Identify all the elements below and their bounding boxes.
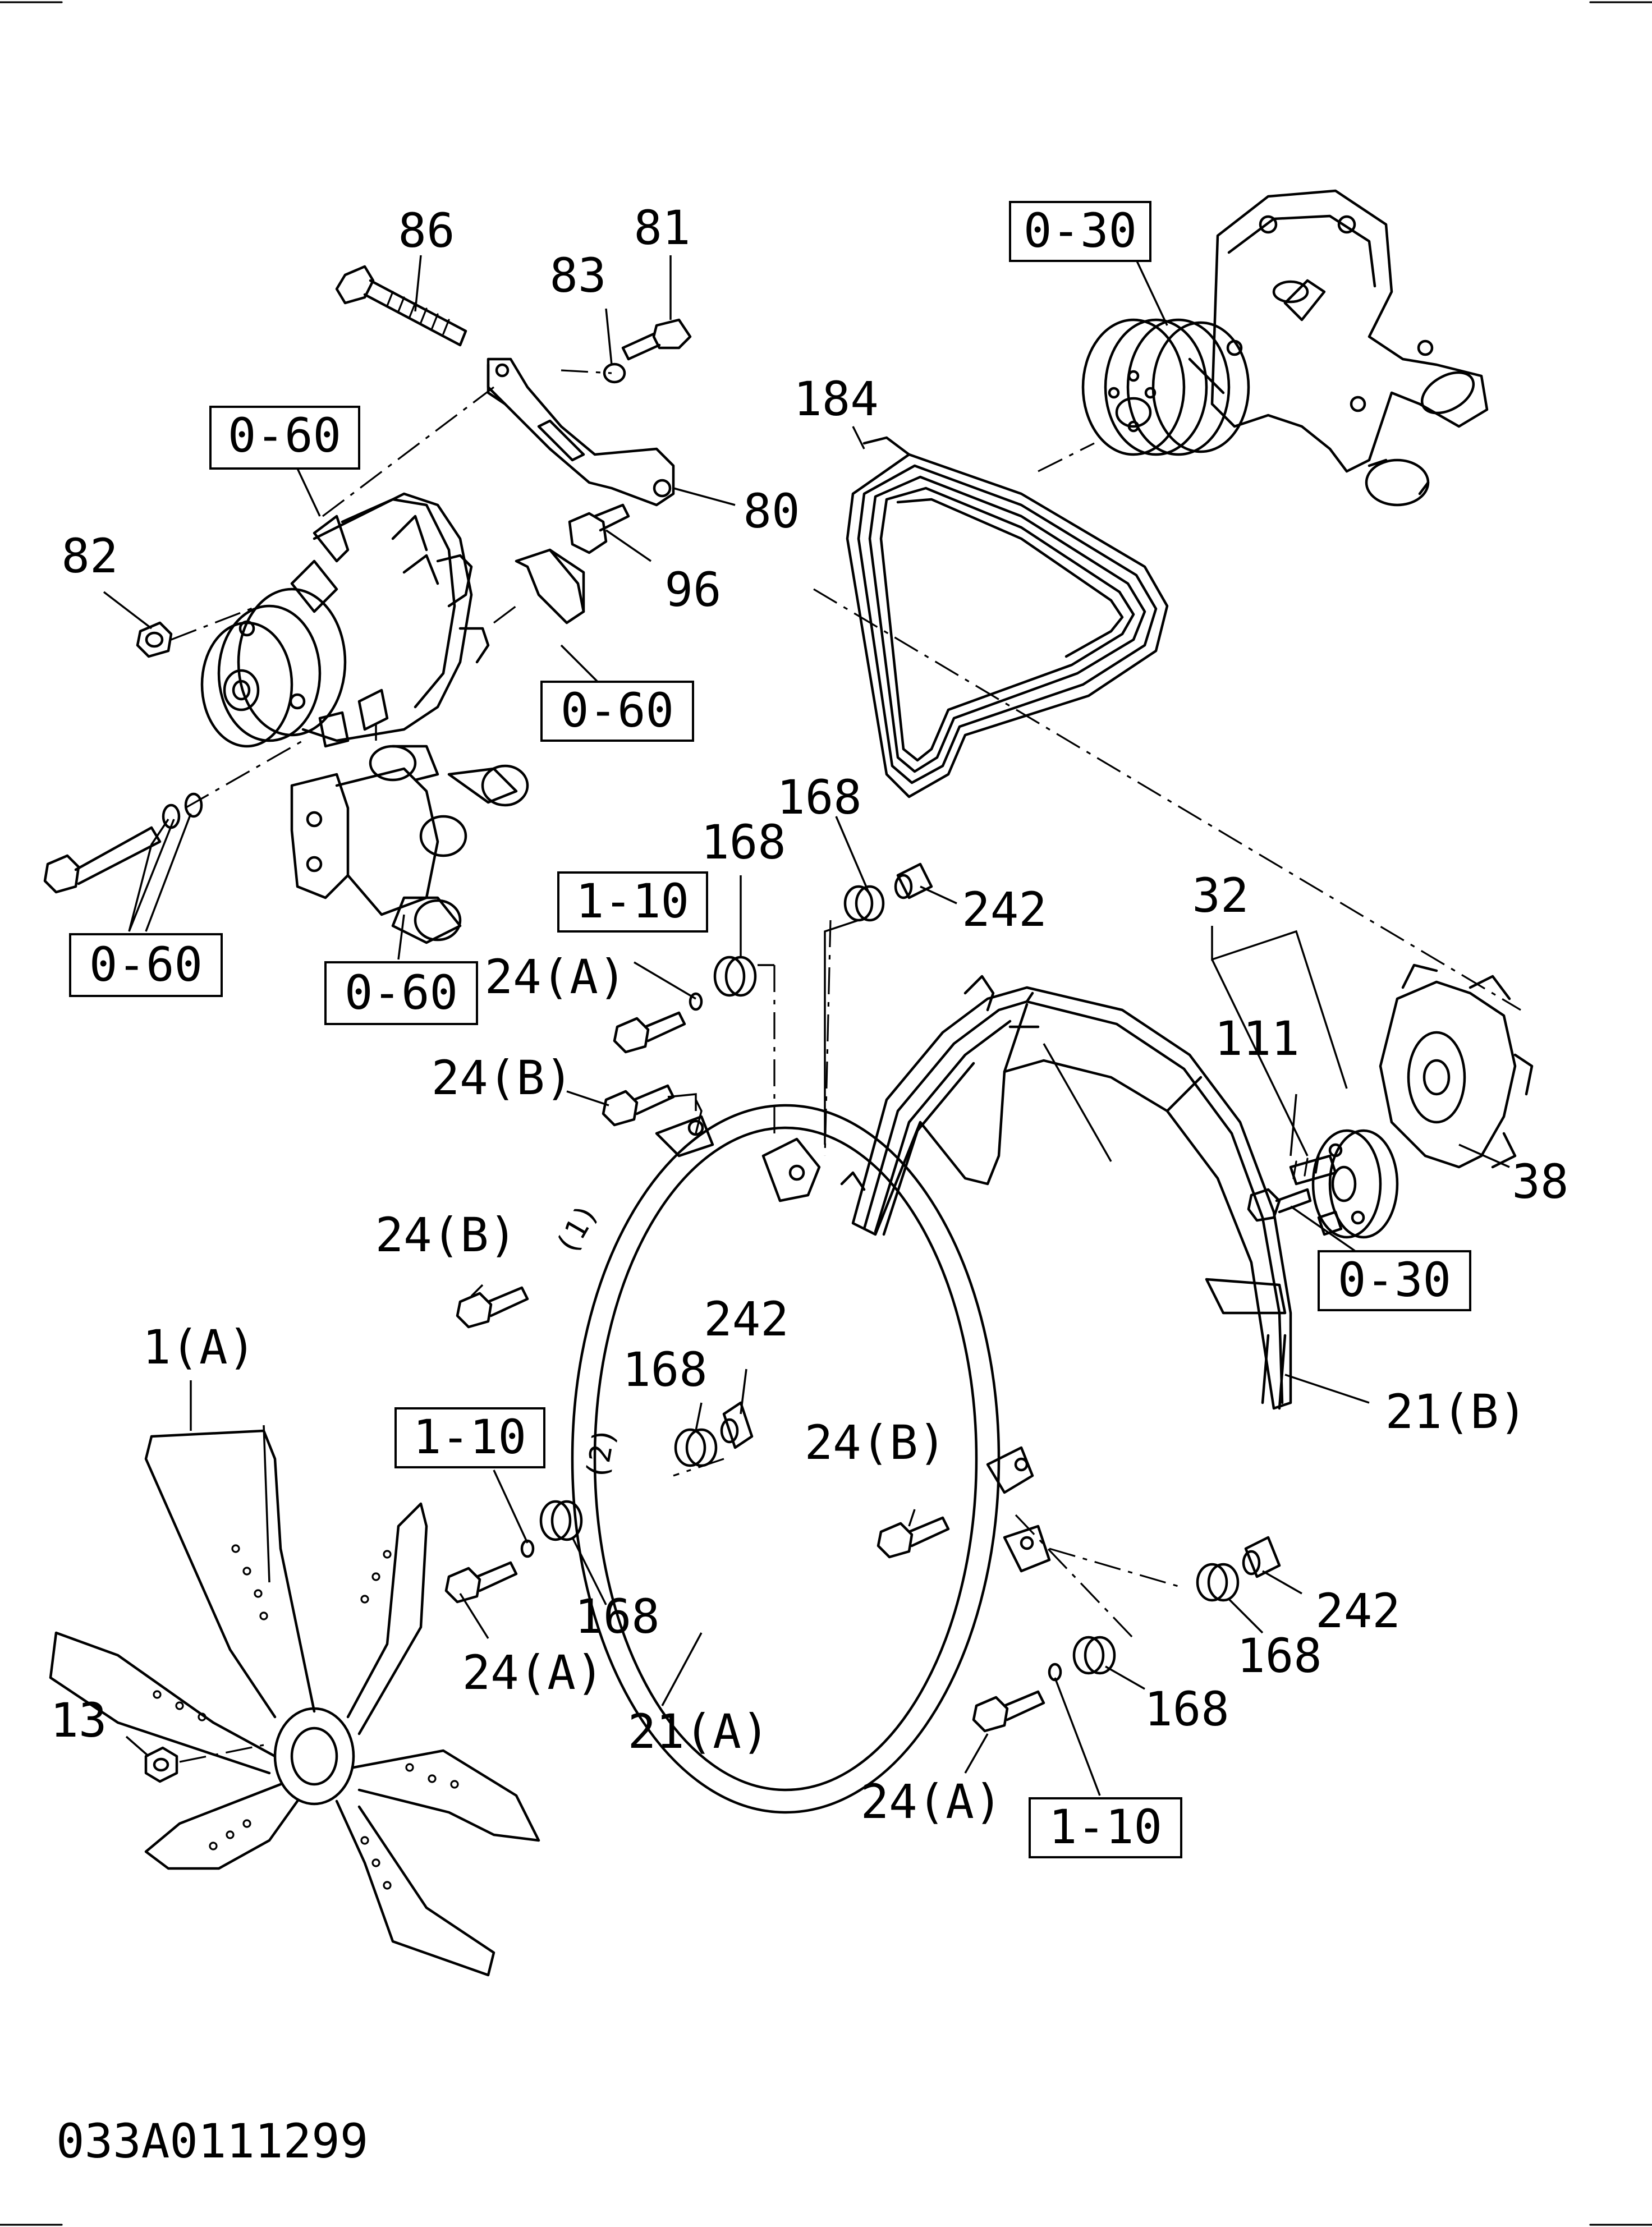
bolt-24a-3 xyxy=(972,1690,1045,1733)
washer-83 xyxy=(603,362,626,384)
callout-24a-3: 24(A) xyxy=(861,1774,1003,1829)
callout-80: 80 xyxy=(743,484,800,539)
ref-label-110-mid: 1-10 xyxy=(413,1409,526,1464)
bolt-24b-1 xyxy=(602,1084,675,1127)
ref-label-060-mount: 0-60 xyxy=(345,965,458,1020)
callout-24b-2: 24(B) xyxy=(375,1207,517,1262)
ref-label-060-alternator: 0-60 xyxy=(228,408,341,463)
bushing-168-f xyxy=(1072,1636,1116,1675)
ref-label-030-hub: 0-30 xyxy=(1338,1252,1451,1307)
bushing-168-b xyxy=(843,885,885,922)
callout-1a: 1(A) xyxy=(143,1320,256,1375)
fasteners xyxy=(444,862,1281,1733)
callout-242-a: 242 xyxy=(962,882,1047,937)
callout-24b-3: 24(B) xyxy=(805,1415,947,1470)
alternator-drawing xyxy=(200,492,490,748)
bushing-168-c xyxy=(674,1428,718,1467)
ref-label-060-bracket: 0-60 xyxy=(561,683,674,738)
ref-box-030-top: 0-30 xyxy=(1009,201,1151,262)
callout-24a-1: 24(A) xyxy=(485,949,627,1004)
ref-box-030-hub: 0-30 xyxy=(1318,1250,1471,1311)
callout-184: 184 xyxy=(793,371,879,426)
ref-box-060-bolt: 0-60 xyxy=(69,933,223,997)
diagram-code: 033A0111299 xyxy=(56,2114,368,2169)
bolt-24a-2 xyxy=(444,1561,518,1604)
callout-111: 111 xyxy=(1214,1011,1300,1066)
bolt-24b-2 xyxy=(456,1286,529,1329)
callout-38: 38 xyxy=(1512,1154,1568,1209)
mounting-bracket-lower xyxy=(290,745,529,944)
fan-shroud-ring-21a: (1) (2) xyxy=(549,1104,1051,1814)
nut-13 xyxy=(144,1746,178,1783)
callout-168-d: 168 xyxy=(575,1589,660,1644)
bolt-24a-1 xyxy=(613,1011,686,1054)
ref-box-110-top: 1-10 xyxy=(557,871,708,933)
bolt-81 xyxy=(621,318,692,361)
bolt-24b-3 xyxy=(877,1516,950,1559)
collar-242-a xyxy=(894,862,933,899)
callout-32: 32 xyxy=(1192,868,1249,923)
callout-21b: 21(B) xyxy=(1385,1384,1527,1439)
leader-lines xyxy=(103,229,1510,1796)
bolt-86 xyxy=(335,265,467,347)
callout-242-c: 242 xyxy=(1315,1583,1401,1638)
v-belt-drawing xyxy=(846,436,1169,798)
ref-label-110-bottom: 1-10 xyxy=(1049,1799,1162,1854)
ref-label-030-top: 0-30 xyxy=(1024,203,1137,258)
callout-82: 82 xyxy=(61,529,118,584)
callout-83: 83 xyxy=(549,248,606,303)
bushing-168-a xyxy=(713,956,757,997)
ref-box-060-alternator: 0-60 xyxy=(209,406,360,470)
water-pump-drawing xyxy=(1081,189,1489,507)
callout-168-f: 168 xyxy=(1144,1682,1229,1737)
bracket-small xyxy=(515,548,585,625)
callout-168-b: 168 xyxy=(701,815,786,870)
callout-13: 13 xyxy=(50,1693,107,1748)
fan-blade-1a xyxy=(49,1429,540,1977)
callout-168-e: 168 xyxy=(1237,1628,1322,1683)
callouts: 86 81 83 80 96 82 184 168 168 242 24(A) … xyxy=(50,200,1568,1829)
callout-24a-2: 24(A) xyxy=(462,1645,604,1700)
bushing-168-e xyxy=(1196,1563,1240,1602)
assembly-lines xyxy=(171,369,1521,1763)
ref-box-060-mount: 0-60 xyxy=(324,961,478,1025)
svg-text:(2): (2) xyxy=(580,1425,622,1482)
callout-81: 81 xyxy=(634,200,690,255)
fan-hub-assembly xyxy=(1247,963,1534,1239)
nut-82 xyxy=(136,621,173,658)
ref-label-060-bolt: 0-60 xyxy=(89,937,203,992)
bushing-168-d xyxy=(539,1500,583,1541)
ref-box-060-bracket: 0-60 xyxy=(540,681,694,742)
bolt-96 xyxy=(568,503,630,554)
ref-box-110-bottom: 1-10 xyxy=(1029,1797,1182,1858)
svg-text:(1): (1) xyxy=(549,1198,605,1260)
fan-rivet-holes xyxy=(153,1544,459,1890)
ref-label-110-top: 1-10 xyxy=(576,874,689,929)
callout-96: 96 xyxy=(664,562,721,617)
callout-21a: 21(A) xyxy=(628,1704,770,1759)
ref-box-110-mid: 1-10 xyxy=(394,1407,545,1468)
callout-168-a: 168 xyxy=(777,770,862,825)
fan-shroud-upper-21b xyxy=(840,975,1292,1410)
bolt-long-left xyxy=(43,792,203,894)
callout-86: 86 xyxy=(398,203,455,258)
collar-242-b xyxy=(720,1401,754,1449)
adjusting-bracket-80 xyxy=(487,357,675,507)
callout-242-b: 242 xyxy=(704,1292,789,1347)
callout-24b-1: 24(B) xyxy=(432,1050,573,1105)
callout-168-c: 168 xyxy=(622,1342,708,1397)
collar-242-c xyxy=(1242,1536,1281,1578)
